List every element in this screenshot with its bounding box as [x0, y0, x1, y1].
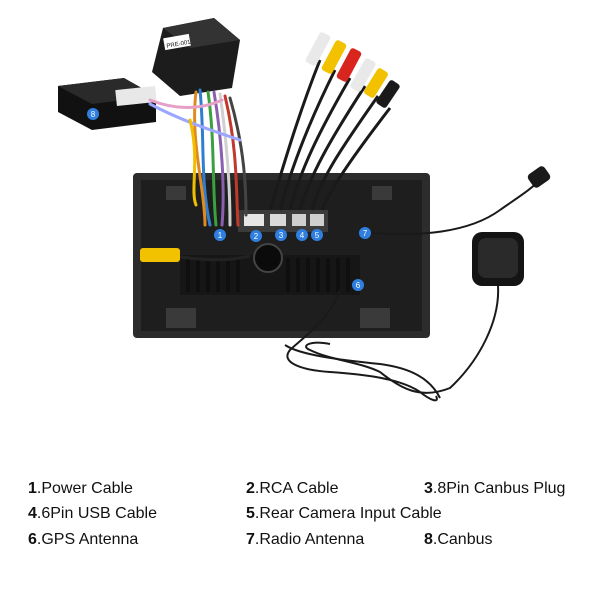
legend-item-4: 4.6Pin USB Cable: [28, 505, 157, 523]
legend-text: .Radio Antenna: [254, 531, 365, 548]
legend-number: 1: [28, 480, 37, 497]
rear-camera-rca: [140, 248, 251, 262]
wiring-harness: [148, 88, 248, 227]
badge-6: 6: [352, 279, 364, 291]
svg-text:7: 7: [363, 229, 368, 238]
legend-number: 6: [28, 531, 37, 548]
canbus-decoder-box: [58, 78, 157, 130]
legend-item-7: 7.Radio Antenna: [246, 531, 364, 549]
svg-text:5: 5: [315, 231, 320, 240]
legend-text: .GPS Antenna: [36, 531, 139, 548]
legend-number: 5: [246, 505, 255, 522]
legend-text: .RCA Cable: [254, 480, 339, 497]
radio-antenna-cable: [361, 166, 551, 236]
callout-badges: 1 2 3 4 5 6 7 8: [87, 108, 371, 291]
gps-antenna: [305, 232, 524, 394]
legend-number: 2: [246, 480, 255, 497]
svg-text:3: 3: [279, 231, 284, 240]
legend-text: .6Pin USB Cable: [36, 505, 157, 522]
legend-item-6: 6.GPS Antenna: [28, 531, 138, 549]
legend-item-1: 1.Power Cable: [28, 480, 133, 498]
badge-3: 3: [275, 229, 287, 241]
legend-number: 4: [28, 505, 37, 522]
coiled-cable: [284, 289, 441, 402]
legend-text: .Power Cable: [36, 480, 133, 497]
cable-legend: 1.Power Cable 2.RCA Cable 3.8Pin Canbus …: [0, 470, 600, 580]
canbus-box-label: PRE-001: [166, 40, 192, 50]
badge-4: 4: [296, 229, 308, 241]
legend-item-3: 3.8Pin Canbus Plug: [424, 480, 565, 498]
legend-item-8: 8.Canbus: [424, 531, 493, 549]
badge-8: 8: [87, 108, 99, 120]
product-photo: PRE-001: [58, 18, 551, 402]
legend-text: .Canbus: [432, 531, 493, 548]
badge-2: 2: [250, 230, 262, 242]
legend-text: .Rear Camera Input Cable: [254, 505, 442, 522]
badge-1: 1: [214, 229, 226, 241]
legend-number: 8: [424, 531, 433, 548]
legend-number: 7: [246, 531, 255, 548]
svg-text:2: 2: [254, 232, 259, 241]
svg-text:4: 4: [300, 231, 305, 240]
legend-item-5: 5.Rear Camera Input Cable: [246, 505, 442, 523]
legend-text: .8Pin Canbus Plug: [432, 480, 566, 497]
svg-text:6: 6: [356, 281, 361, 290]
badge-7: 7: [359, 227, 371, 239]
legend-item-2: 2.RCA Cable: [246, 480, 339, 498]
badge-5: 5: [311, 229, 323, 241]
rca-cables: [268, 32, 400, 211]
legend-number: 3: [424, 480, 433, 497]
svg-text:1: 1: [218, 231, 223, 240]
canbus-box-connector: PRE-001: [152, 18, 240, 96]
svg-text:8: 8: [91, 110, 96, 119]
